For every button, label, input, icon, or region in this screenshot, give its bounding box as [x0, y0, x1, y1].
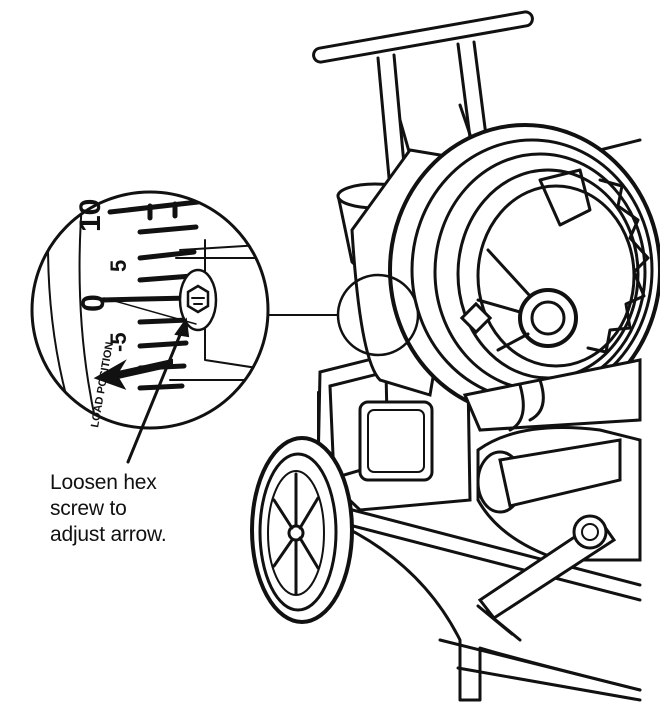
callout-line-1: Loosen hex — [50, 471, 157, 494]
drum — [350, 123, 660, 417]
scale-label-10: 10 — [74, 199, 107, 232]
feed-assembly — [462, 358, 642, 642]
hex-screw — [178, 268, 218, 332]
callout-arrow — [126, 317, 190, 464]
machine — [250, 10, 660, 702]
callout-text: Loosen hex screw to adjust arrow. — [50, 470, 240, 548]
scale-label-0: 0 — [75, 294, 111, 312]
callout-line-3: adjust arrow. — [50, 523, 167, 546]
callout-line-2: screw to — [50, 497, 127, 520]
scale-label-minus5: -5 — [106, 332, 131, 352]
scale-ticks — [99, 199, 201, 391]
pointer-arrow — [93, 358, 173, 390]
wheel — [250, 436, 354, 624]
magnified-gauge: 10 5 0 -5 LOAD POSITION — [30, 190, 270, 430]
scale-label-5: 5 — [106, 260, 131, 272]
